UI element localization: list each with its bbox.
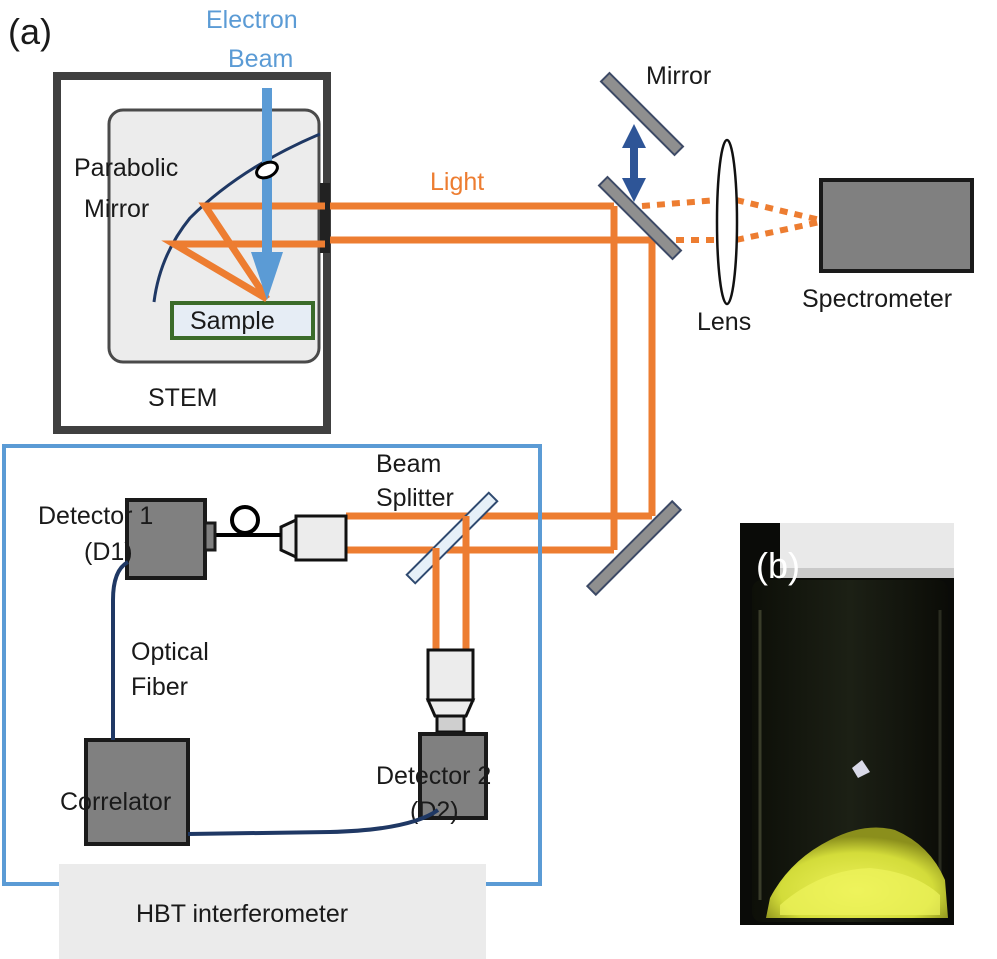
- lens-label: Lens: [697, 308, 751, 336]
- mirror-aperture: [255, 160, 279, 180]
- sample-vial-photo: [740, 523, 954, 925]
- fold-mirror: [585, 499, 683, 597]
- optical-fiber-label-1: Optical: [131, 638, 209, 666]
- parabolic-mirror-label-2: Mirror: [84, 195, 149, 223]
- beam-splitter-label-1: Beam: [376, 450, 441, 478]
- detector-2-objective: [425, 648, 476, 734]
- light-ray-internal-2: [198, 202, 325, 301]
- stem-label: STEM: [148, 384, 217, 412]
- detector-1-label-1: Detector 1: [38, 502, 153, 530]
- correlator: [84, 738, 190, 846]
- optical-fiber-d1: [111, 560, 130, 740]
- beam-splitter: [405, 491, 499, 585]
- detector-2-label-1: Detector 2: [376, 762, 491, 790]
- spectro-beam-bottom-2: [735, 219, 821, 243]
- beam-splitter-label-2: Splitter: [376, 484, 454, 512]
- sample-label: Sample: [190, 307, 275, 335]
- light-ray-internal-1: [161, 240, 325, 303]
- spectro-beam-top: [641, 197, 719, 209]
- stem-window: [320, 183, 330, 253]
- mirror-upper: [599, 71, 685, 157]
- electron-beam-label-1: Electron: [206, 6, 298, 34]
- parabolic-mirror-label-1: Parabolic: [74, 154, 178, 182]
- panel-label-a: (a): [8, 11, 52, 52]
- mirror-lower: [597, 175, 683, 261]
- electron-beam-label-2: Beam: [228, 45, 293, 73]
- parabolic-mirror: [152, 132, 321, 303]
- panel-label-b: (b): [756, 545, 800, 586]
- detector-1-port: [203, 521, 217, 552]
- cable-d2-correlator: [187, 808, 440, 836]
- objective-lens-icon: [279, 514, 348, 562]
- lens: [715, 138, 739, 306]
- fiber-loop-icon: [210, 505, 281, 537]
- sample-box: [170, 301, 315, 340]
- light-label: Light: [430, 168, 484, 196]
- correlator-label: Correlator: [60, 788, 171, 816]
- detector-1-label-2: (D1): [84, 538, 133, 566]
- hbt-title: HBT interferometer: [136, 900, 348, 928]
- spectrometer-label: Spectrometer: [802, 285, 952, 313]
- detector-2: [418, 732, 488, 820]
- optical-fiber-label-2: Fiber: [131, 673, 188, 701]
- mirror-label: Mirror: [646, 62, 711, 90]
- hbt-title-box: [59, 864, 486, 959]
- spectrometer: [819, 178, 974, 273]
- spectro-beam-top-2: [735, 197, 821, 223]
- electron-beam-arrowhead: [251, 252, 283, 300]
